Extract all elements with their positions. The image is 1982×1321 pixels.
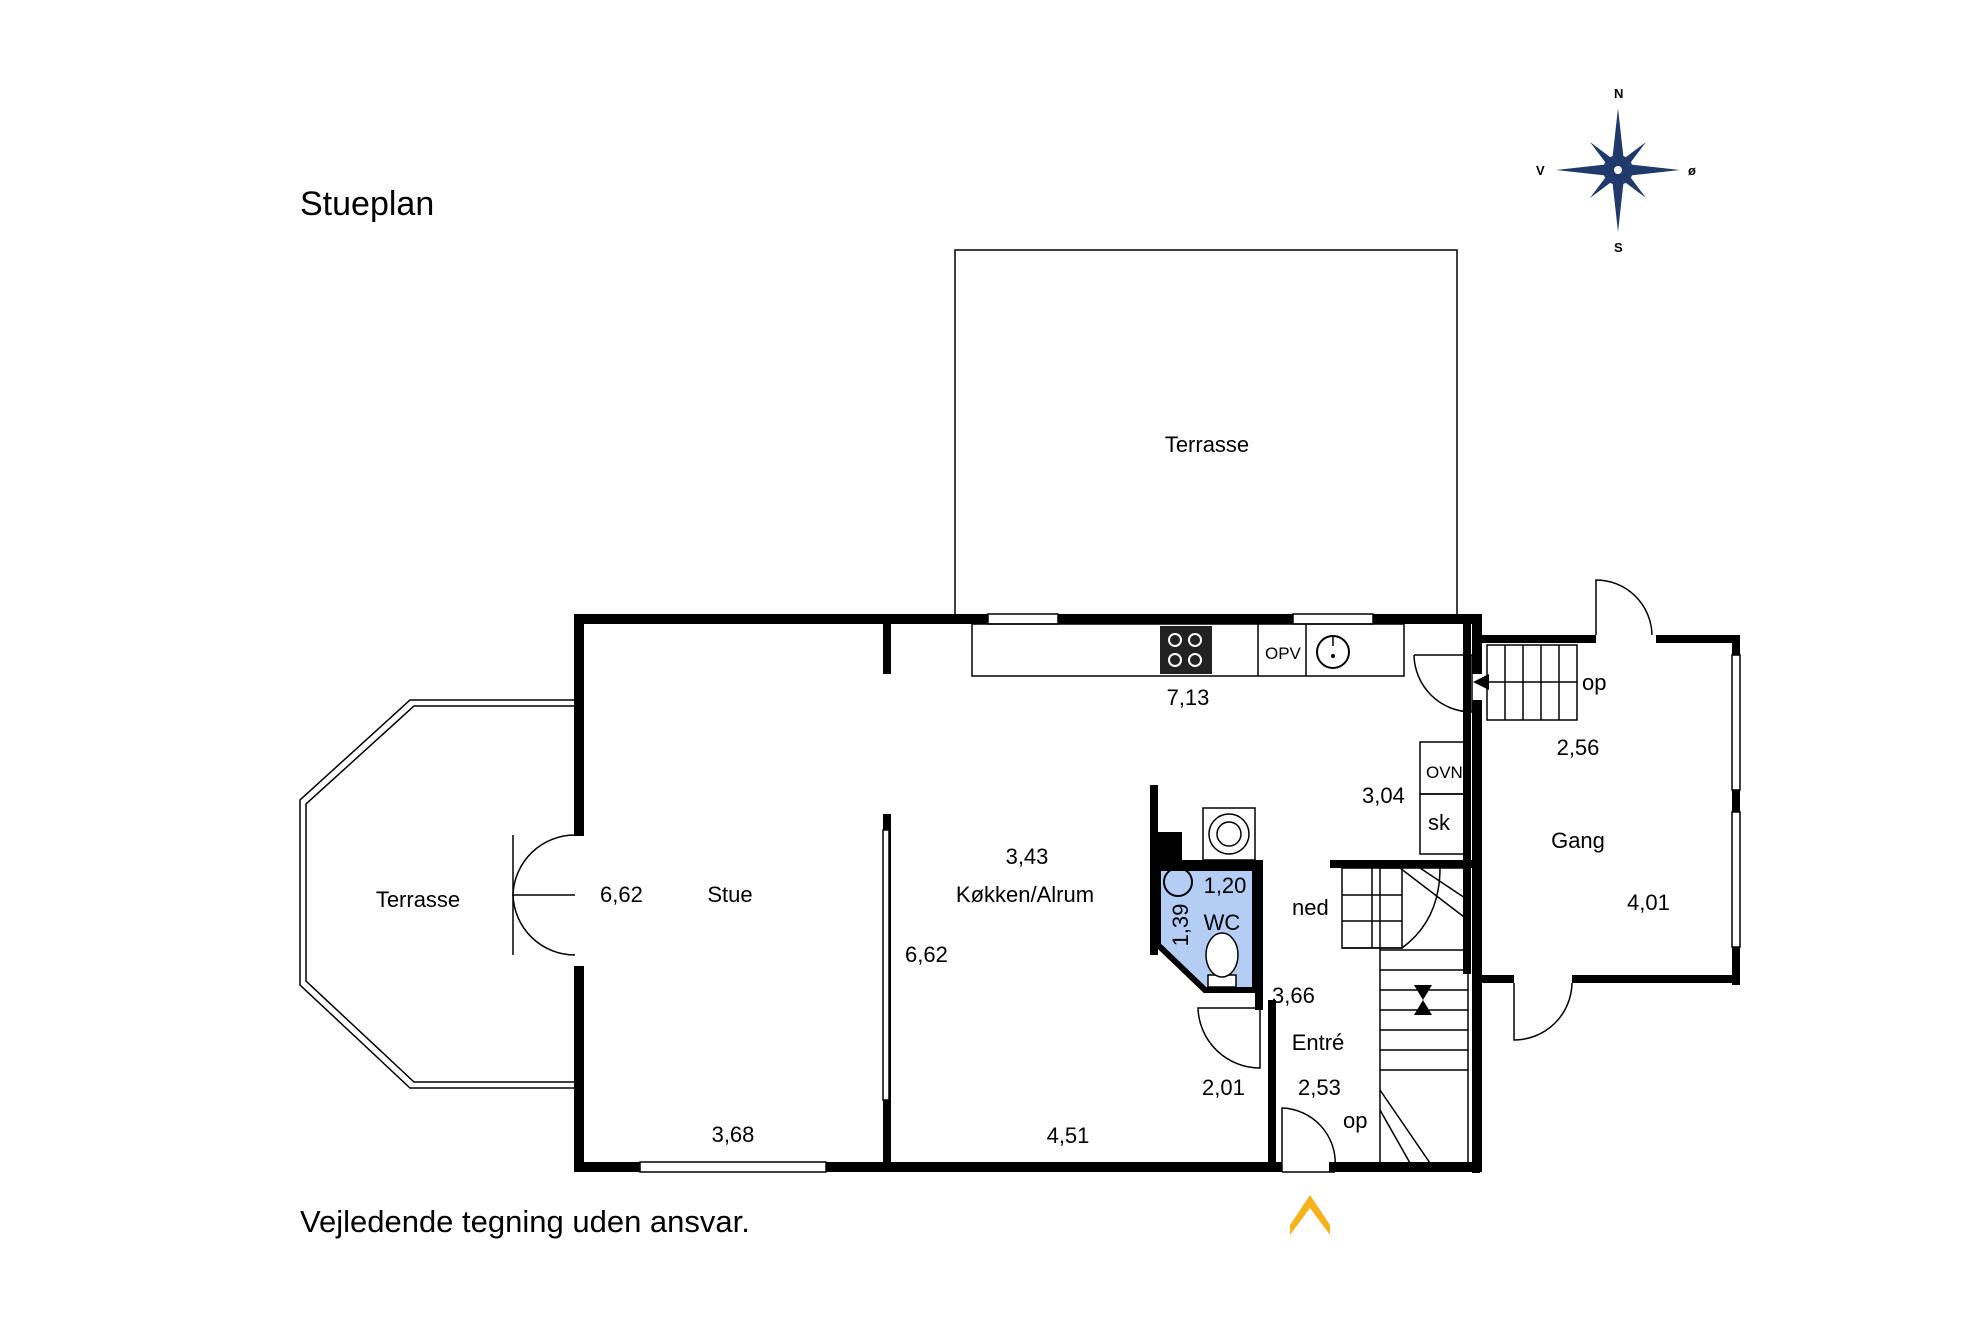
room-gang-label: Gang bbox=[1551, 828, 1605, 853]
door-gang-top bbox=[1595, 579, 1653, 636]
room-kitchen-label: Køkken/Alrum bbox=[956, 882, 1094, 907]
compass-north: N bbox=[1614, 86, 1623, 101]
plan-title: Stueplan bbox=[300, 185, 434, 223]
door-wc bbox=[1197, 1007, 1261, 1069]
wc-sink-icon bbox=[1163, 867, 1193, 897]
door-gang-bottom bbox=[1513, 982, 1573, 1041]
dim-kitchen-bottom: 4,51 bbox=[1047, 1123, 1090, 1148]
toilet-icon bbox=[1205, 932, 1239, 988]
stairs-down bbox=[1341, 867, 1441, 949]
stairs-up bbox=[1379, 867, 1469, 1164]
stairs-gang bbox=[1473, 644, 1578, 721]
dim-hall-304: 3,04 bbox=[1362, 783, 1405, 808]
dim-stue-height: 6,62 bbox=[600, 882, 643, 907]
stairs-op-entre-label: op bbox=[1343, 1108, 1367, 1133]
terrace-top-label: Terrasse bbox=[1165, 432, 1249, 457]
door-terrace-left bbox=[512, 834, 576, 956]
fixture-opv: OPV bbox=[1265, 644, 1302, 663]
dim-entre-201: 2,01 bbox=[1202, 1075, 1245, 1100]
door-gang-inner bbox=[1413, 654, 1473, 713]
dim-gang-401: 4,01 bbox=[1627, 890, 1670, 915]
stairs-ned-label: ned bbox=[1292, 895, 1329, 920]
fixture-sk: sk bbox=[1428, 810, 1451, 835]
dim-gang-256: 2,56 bbox=[1557, 735, 1600, 760]
window-divider bbox=[882, 829, 890, 1101]
room-wc-label: WC bbox=[1204, 910, 1241, 935]
entrance-arrow-icon bbox=[1290, 1195, 1330, 1235]
compass-south: S bbox=[1614, 240, 1623, 255]
room-entre-label: Entré bbox=[1292, 1030, 1345, 1055]
door-main bbox=[1281, 1107, 1336, 1173]
window-bottom bbox=[639, 1161, 827, 1173]
dim-entre-366: 3,66 bbox=[1272, 983, 1315, 1008]
dim-entre-253: 2,53 bbox=[1298, 1075, 1341, 1100]
window-gang-2 bbox=[1731, 811, 1741, 948]
dim-kitchen-top: 7,13 bbox=[1167, 685, 1210, 710]
disclaimer-text: Vejledende tegning uden ansvar. bbox=[300, 1204, 750, 1239]
dim-wc-height: 1,39 bbox=[1168, 904, 1193, 947]
terrace-left-label: Terrasse bbox=[376, 887, 460, 912]
stairs-op-gang-label: op bbox=[1582, 670, 1606, 695]
window-gang-1 bbox=[1731, 654, 1741, 791]
terrace-left-outline bbox=[299, 699, 575, 1089]
fixture-ovn: OVN bbox=[1426, 763, 1463, 782]
compass-west: V bbox=[1536, 163, 1545, 178]
compass-east: ø bbox=[1688, 163, 1696, 178]
room-stue-label: Stue bbox=[707, 882, 752, 907]
window-top-left bbox=[987, 613, 1059, 625]
kitchen-counter bbox=[971, 623, 1405, 677]
stove-icon bbox=[1202, 807, 1256, 861]
dim-kitchen-height: 6,62 bbox=[905, 942, 948, 967]
dim-kitchen-width-top: 3,43 bbox=[1006, 844, 1049, 869]
dim-stue-width: 3,68 bbox=[712, 1122, 755, 1147]
oven-cabinet bbox=[1419, 741, 1465, 855]
dim-wc-width: 1,20 bbox=[1204, 873, 1247, 898]
compass-icon: N S V ø bbox=[1536, 86, 1696, 255]
window-top-right bbox=[1292, 613, 1374, 625]
